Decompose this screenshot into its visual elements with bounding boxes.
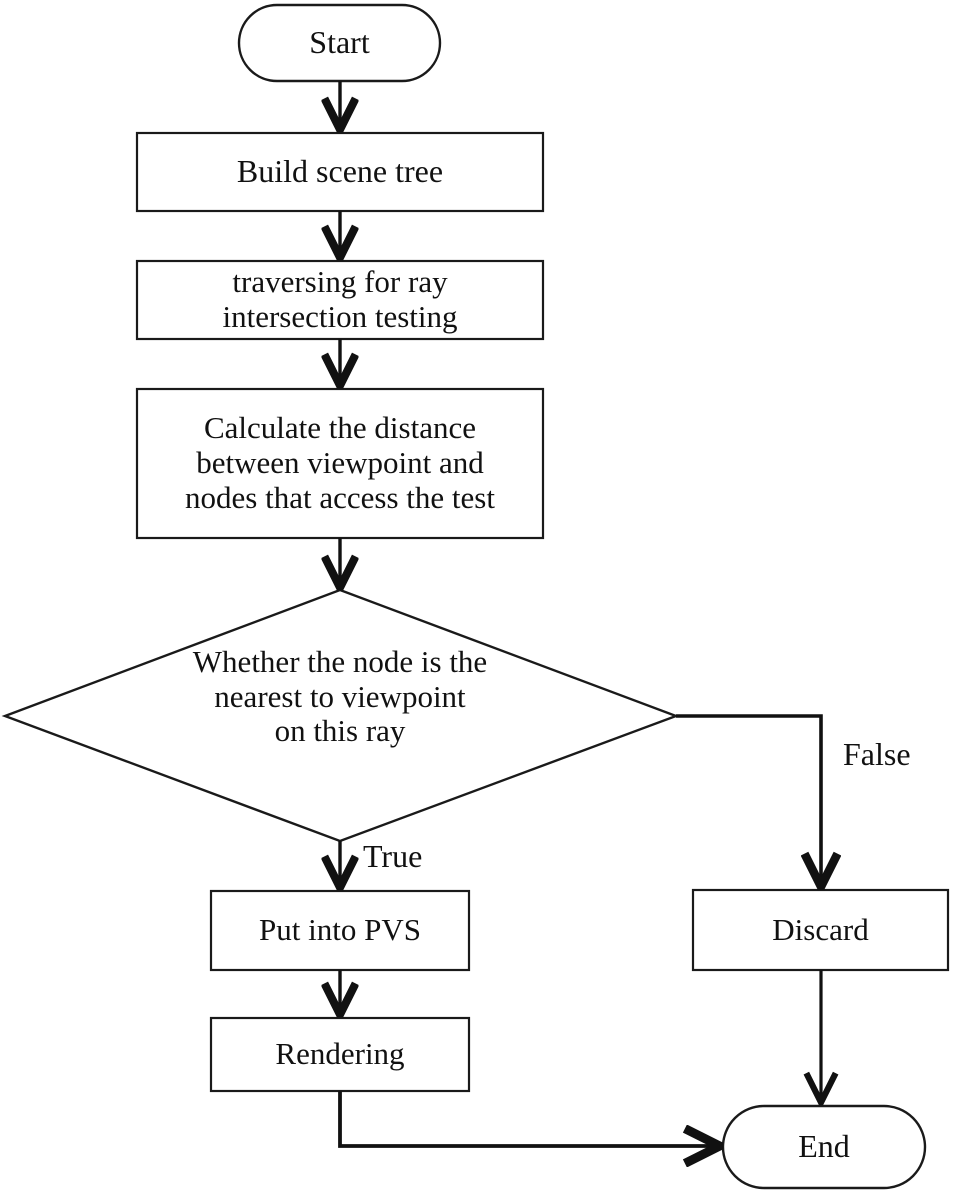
node-shape-decision [1,588,680,843]
node-shape-rendering [209,1016,471,1093]
node-shape-build [135,131,545,213]
edge-decision-false-to-discard [676,714,821,885]
node-shape-traverse [135,259,545,341]
node-shape-end [721,1104,927,1190]
edge-label-false: False [843,736,911,772]
edge-rendering-to-end [338,1091,718,1146]
node-shape-start [237,3,442,83]
node-shape-discard [691,888,950,972]
edge-label-true: True [363,838,423,874]
node-shape-putpvs [209,889,471,972]
node-shape-calculate [135,387,545,540]
